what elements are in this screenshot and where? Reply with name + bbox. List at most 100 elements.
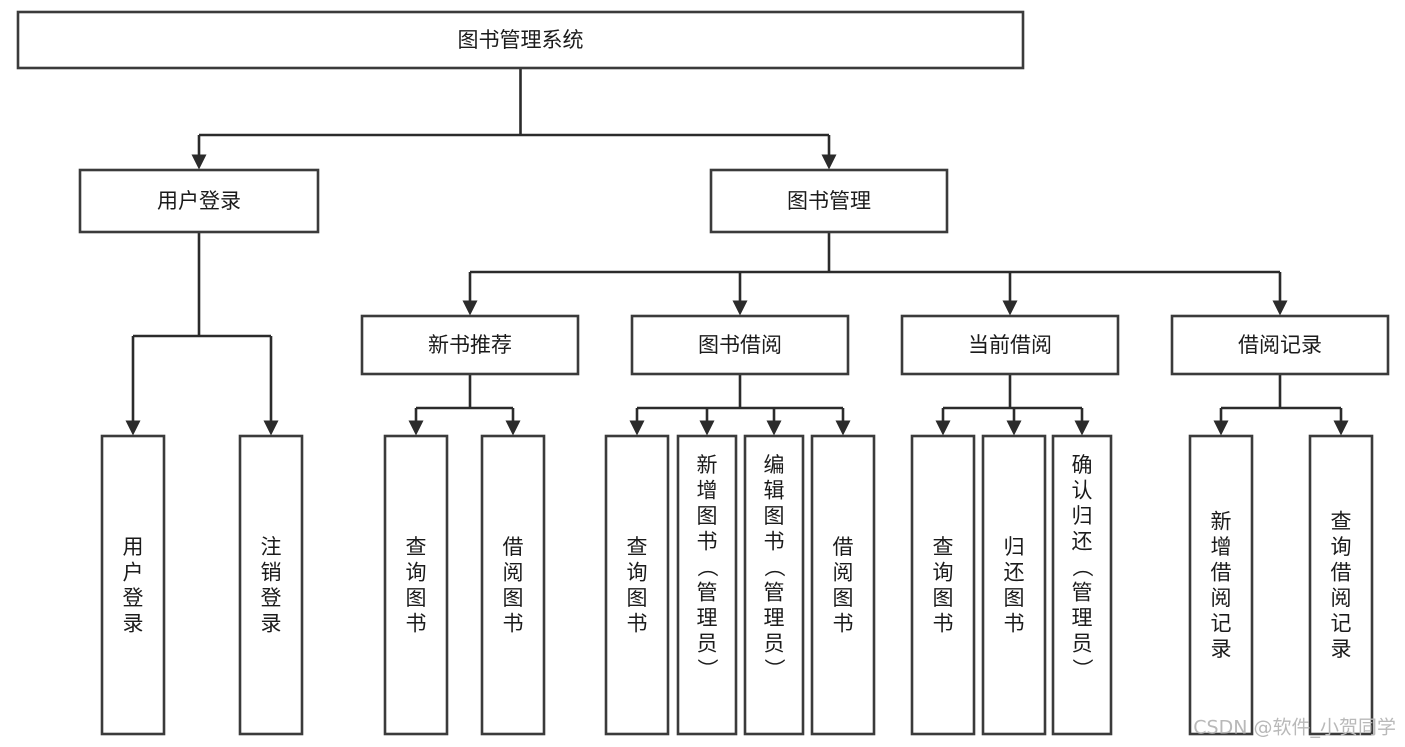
- node-label-char: 还: [1072, 529, 1093, 553]
- node-label: 图书管理: [787, 189, 871, 213]
- node-label-char: 图: [933, 586, 954, 610]
- node-box: [910, 434, 976, 736]
- node-label-char: 阅: [1331, 586, 1352, 610]
- node-label-char: 户: [123, 560, 144, 584]
- node-label-char: 认: [1072, 478, 1093, 502]
- node-label: 新书推荐: [428, 333, 512, 357]
- node-label-char: 查: [406, 535, 427, 559]
- node-label: 用户登录: [123, 535, 144, 636]
- node-label-char: 书: [833, 611, 854, 635]
- node-label-char: 辑: [764, 478, 785, 502]
- node-box: [900, 314, 1120, 376]
- node-label-char: 图: [627, 586, 648, 610]
- node-label-char: 询: [406, 560, 427, 584]
- node-label-char: 记: [1331, 611, 1352, 635]
- node-user-login[interactable]: 用户登录: [78, 168, 320, 234]
- node-label-char: 图: [697, 504, 718, 528]
- node-label: 借阅记录: [1238, 333, 1322, 357]
- node-label-char: 归: [1004, 535, 1025, 559]
- node-box: [981, 434, 1047, 736]
- node-label-char: 理: [697, 606, 718, 630]
- node-label-char: （: [695, 556, 719, 577]
- node-label-char: 图: [833, 586, 854, 610]
- node-label-char: 登: [123, 586, 144, 610]
- node-label-char: 查: [627, 535, 648, 559]
- node-box: [1308, 434, 1374, 736]
- node-label-char: 管: [764, 580, 785, 604]
- node-box: [630, 314, 850, 376]
- node-label: 当前借阅: [968, 333, 1052, 357]
- node-borrow-record[interactable]: 借阅记录: [1170, 314, 1390, 376]
- node-box: [480, 434, 546, 736]
- node-new-book-rec[interactable]: 新书推荐: [360, 314, 580, 376]
- node-label-char: 录: [1331, 637, 1352, 661]
- node-label-char: 用: [123, 535, 144, 559]
- node-box: [810, 434, 876, 736]
- node-leaf-user-login[interactable]: 用户登录: [100, 434, 166, 736]
- node-label-char: 借: [833, 535, 854, 559]
- node-label-char: 书: [627, 611, 648, 635]
- node-label-char: 员: [697, 631, 718, 655]
- node-book-manage[interactable]: 图书管理: [709, 168, 949, 234]
- node-label-char: （: [1070, 556, 1094, 577]
- csdn-watermark: CSDN @软件_小贺同学: [1193, 717, 1396, 739]
- connector-layer: [125, 68, 1349, 436]
- node-label-char: 借: [1211, 560, 1232, 584]
- node-label-char: 图: [406, 586, 427, 610]
- node-label-char: 询: [933, 560, 954, 584]
- node-label-char: 阅: [833, 560, 854, 584]
- node-label-char: 管: [697, 580, 718, 604]
- node-label-char: 图: [1004, 586, 1025, 610]
- node-label-char: 还: [1004, 560, 1025, 584]
- node-label-char: ）: [695, 658, 719, 679]
- node-label-char: 录: [261, 611, 282, 635]
- node-label-char: 图: [764, 504, 785, 528]
- node-label-char: 阅: [503, 560, 524, 584]
- node-box: [743, 434, 805, 736]
- node-label: 图书管理系统: [458, 28, 584, 52]
- node-root[interactable]: 图书管理系统: [16, 10, 1025, 70]
- node-label-char: 编: [764, 453, 785, 477]
- connector-e-bm-split: [462, 232, 1288, 316]
- node-box: [1188, 434, 1254, 736]
- node-box: [1051, 434, 1113, 736]
- node-label-char: 注: [261, 535, 282, 559]
- node-label-char: 增: [697, 478, 718, 502]
- node-label-char: 记: [1211, 611, 1232, 635]
- node-box: [16, 10, 1025, 70]
- connector-e-nbr-split: [408, 374, 521, 436]
- node-label-char: 员: [764, 631, 785, 655]
- node-label-char: 增: [1211, 535, 1232, 559]
- node-label-char: （: [762, 556, 786, 577]
- node-current-borrow[interactable]: 当前借阅: [900, 314, 1120, 376]
- node-book-borrow[interactable]: 图书借阅: [630, 314, 850, 376]
- node-label-char: 确: [1072, 453, 1093, 477]
- node-label-char: 录: [1211, 637, 1232, 661]
- node-label-char: 录: [123, 611, 144, 635]
- node-label-char: 借: [503, 535, 524, 559]
- node-label-char: 查: [1331, 509, 1352, 533]
- node-box: [676, 434, 738, 736]
- node-label-char: 书: [406, 611, 427, 635]
- node-label-char: 理: [1072, 606, 1093, 630]
